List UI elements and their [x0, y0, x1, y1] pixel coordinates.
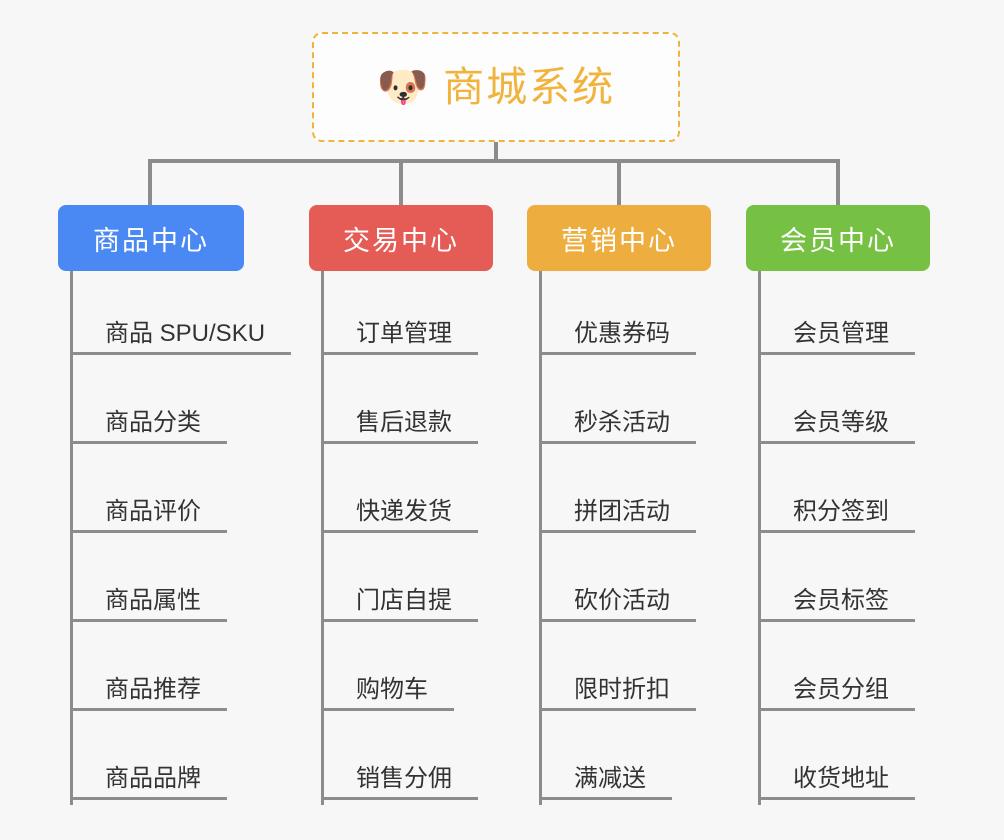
list-item-label: 积分签到 — [761, 498, 915, 533]
branch-header-2[interactable]: 交易中心 — [309, 205, 493, 271]
branch-header-label: 商品中心 — [93, 225, 209, 256]
list-item-label: 优惠券码 — [542, 320, 696, 355]
root-node[interactable]: 🐶 商城系统 — [312, 32, 680, 142]
list-item[interactable]: 商品分类 — [73, 360, 244, 449]
list-item[interactable]: 秒杀活动 — [542, 360, 711, 449]
list-item-label: 秒杀活动 — [542, 409, 696, 444]
list-item-label: 会员分组 — [761, 676, 915, 711]
list-item-label: 限时折扣 — [542, 676, 696, 711]
branch-leaf-list-4: 会员管理 会员等级 积分签到 会员标签 会员分组 收货地址 — [758, 271, 930, 805]
list-item[interactable]: 商品属性 — [73, 538, 244, 627]
list-item[interactable]: 会员管理 — [761, 271, 930, 360]
list-item-label: 砍价活动 — [542, 587, 696, 622]
list-item-label: 商品 SPU/SKU — [73, 320, 292, 355]
list-item[interactable]: 商品评价 — [73, 449, 244, 538]
list-item-label: 会员管理 — [761, 320, 915, 355]
root-title: 商城系统 — [443, 63, 616, 110]
branch-header-label: 营销中心 — [561, 225, 677, 256]
list-item[interactable]: 优惠券码 — [542, 271, 711, 360]
list-item-label: 商品分类 — [73, 409, 227, 444]
list-item[interactable]: 会员标签 — [761, 538, 930, 627]
list-item[interactable]: 商品品牌 — [73, 716, 244, 805]
branch-column-1: 商品中心 商品 SPU/SKU 商品分类 商品评价 商品属性 商品推荐 商品品牌 — [58, 205, 292, 805]
list-item[interactable]: 限时折扣 — [542, 627, 711, 716]
branch-header-label: 交易中心 — [343, 225, 459, 256]
list-item-label: 商品推荐 — [73, 676, 227, 711]
list-item[interactable]: 砍价活动 — [542, 538, 711, 627]
branch-column-3: 营销中心 优惠券码 秒杀活动 拼团活动 砍价活动 限时折扣 满减送 — [527, 205, 711, 805]
list-item-label: 会员等级 — [761, 409, 915, 444]
branch-header-1[interactable]: 商品中心 — [58, 205, 244, 271]
branch-leaf-list-3: 优惠券码 秒杀活动 拼团活动 砍价活动 限时折扣 满减送 — [539, 271, 711, 805]
branch-header-label: 会员中心 — [780, 225, 896, 256]
list-item[interactable]: 订单管理 — [324, 271, 493, 360]
list-item[interactable]: 快递发货 — [324, 449, 493, 538]
list-item[interactable]: 购物车 — [324, 627, 493, 716]
list-item[interactable]: 售后退款 — [324, 360, 493, 449]
list-item-label: 购物车 — [324, 676, 454, 711]
list-item-label: 收货地址 — [761, 765, 915, 800]
branch-header-3[interactable]: 营销中心 — [527, 205, 711, 271]
list-item[interactable]: 收货地址 — [761, 716, 930, 805]
list-item[interactable]: 商品推荐 — [73, 627, 244, 716]
list-item[interactable]: 会员分组 — [761, 627, 930, 716]
list-item[interactable]: 会员等级 — [761, 360, 930, 449]
list-item-label: 订单管理 — [324, 320, 478, 355]
connector-drop-1 — [148, 159, 152, 205]
list-item-label: 门店自提 — [324, 587, 478, 622]
connector-root-stem — [494, 142, 498, 163]
branch-leaf-list-2: 订单管理 售后退款 快递发货 门店自提 购物车 销售分佣 — [321, 271, 493, 805]
list-item-label: 商品评价 — [73, 498, 227, 533]
list-item-label: 会员标签 — [761, 587, 915, 622]
connector-horizontal-bus — [148, 159, 840, 163]
list-item-label: 商品品牌 — [73, 765, 227, 800]
list-item-label: 商品属性 — [73, 587, 227, 622]
branch-column-4: 会员中心 会员管理 会员等级 积分签到 会员标签 会员分组 收货地址 — [746, 205, 930, 805]
list-item[interactable]: 门店自提 — [324, 538, 493, 627]
list-item[interactable]: 拼团活动 — [542, 449, 711, 538]
list-item[interactable]: 商品 SPU/SKU — [73, 271, 292, 360]
list-item-label: 售后退款 — [324, 409, 478, 444]
shiba-dog-face-icon: 🐶 — [376, 63, 430, 110]
list-item[interactable]: 积分签到 — [761, 449, 930, 538]
list-item-label: 销售分佣 — [324, 765, 478, 800]
list-item[interactable]: 满减送 — [542, 716, 711, 805]
list-item-label: 拼团活动 — [542, 498, 696, 533]
connector-drop-3 — [617, 159, 621, 205]
list-item-label: 满减送 — [542, 765, 672, 800]
branch-header-4[interactable]: 会员中心 — [746, 205, 930, 271]
branch-leaf-list-1: 商品 SPU/SKU 商品分类 商品评价 商品属性 商品推荐 商品品牌 — [70, 271, 292, 805]
list-item[interactable]: 销售分佣 — [324, 716, 493, 805]
connector-drop-2 — [399, 159, 403, 205]
connector-drop-4 — [836, 159, 840, 205]
list-item-label: 快递发货 — [324, 498, 478, 533]
branch-column-2: 交易中心 订单管理 售后退款 快递发货 门店自提 购物车 销售分佣 — [309, 205, 493, 805]
